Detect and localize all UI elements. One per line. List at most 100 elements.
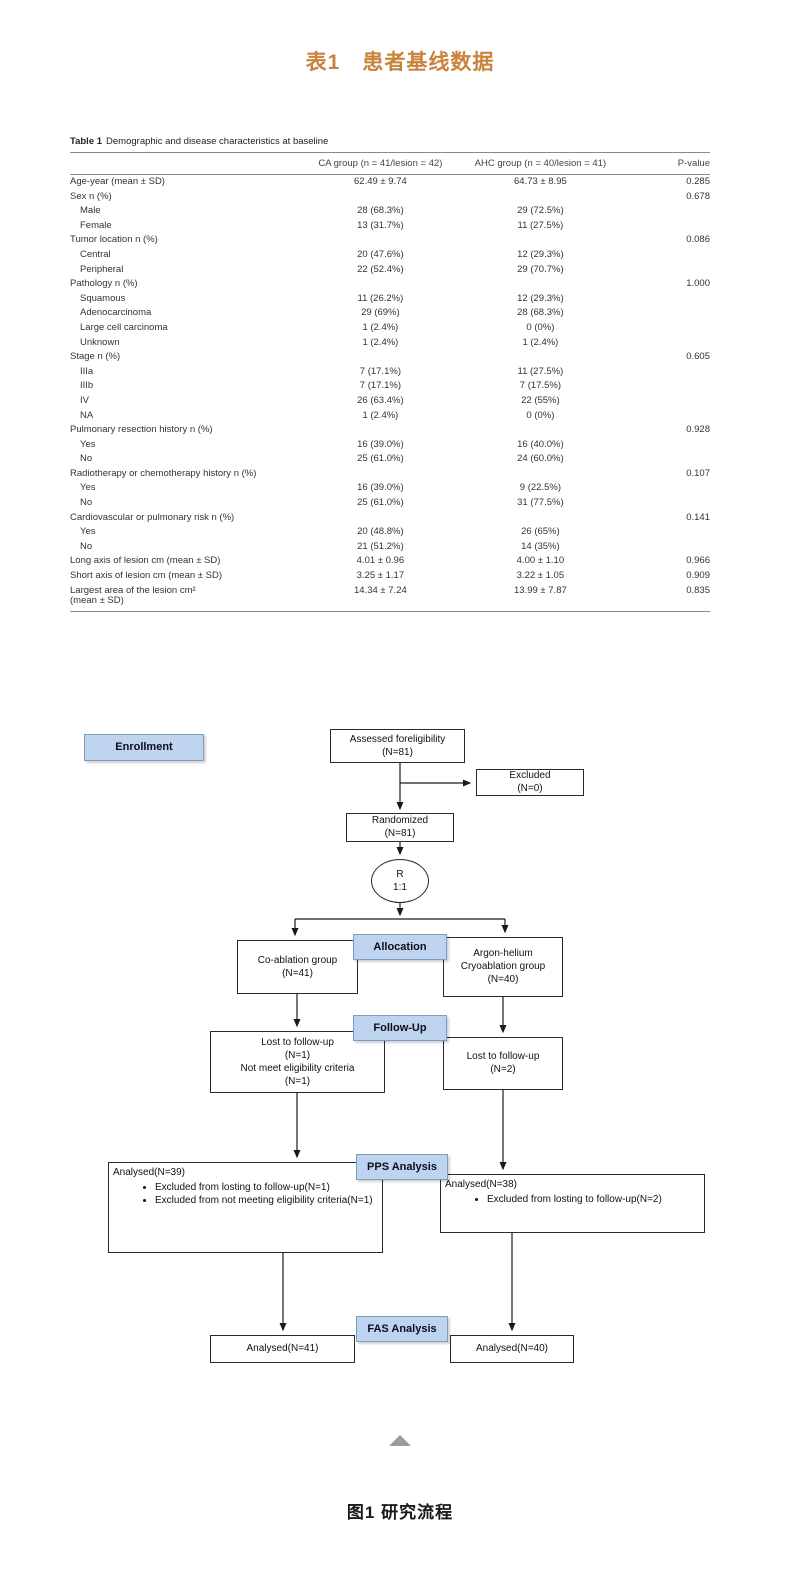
cell-label: Cardiovascular or pulmonary risk n (%) [70,511,235,523]
node-line: R [396,868,404,880]
cell-ahc-value: 64.73 ± 8.95 [514,176,567,187]
cell-p-value [620,219,710,234]
exclusion-item: Excluded from losting to follow-up(N=1) [155,1182,382,1195]
baseline-table: CA group (n = 41/lesion = 42) AHC group … [70,152,710,612]
cell-p-value [620,540,710,555]
allocation-label: Allocation [353,933,447,960]
cell-ahc-value [460,511,620,526]
cell-p-value: 1.000 [686,278,710,290]
cell-ca-value: 62.49 ± 9.74 [354,176,407,187]
table-caption-label: Table 1 [70,136,103,147]
cell-ca-value [300,350,460,365]
cell-label: IIIa [80,365,94,377]
flow-node-pps-right: Analysed(N=38) Excluded from losting to … [440,1173,705,1233]
cell-label: Pulmonary resection history n (%) [70,424,213,436]
cell-label: IIIb [80,380,94,392]
cell-p-value: 0.835 [620,583,710,612]
pps-analysis-label: PPS Analysis [356,1153,448,1180]
cell-p-value [620,379,710,394]
cell-ahc-value [460,350,620,365]
cell-p-value: 0.107 [686,467,710,479]
cell-ahc-value: 28 (68.3%) [517,307,564,319]
cell-label: Stage n (%) [70,351,121,363]
table-row: Stage n (%)0.605 [70,350,710,365]
cell-label: No [80,453,93,465]
cell-label: Yes [80,438,96,450]
cell-p-value [620,365,710,380]
node-line: Analysed(N=40) [476,1343,548,1355]
cell-p-value: 0.086 [686,234,710,246]
cell-p-value [620,321,710,336]
cell-label: Male [80,205,101,217]
cell-p-value: 0.141 [686,511,710,523]
cell-p-value: 0.928 [686,424,710,436]
cell-p-value [620,481,710,496]
cell-ahc-value: 13.99 ± 7.87 [460,583,621,612]
table-row: Male 28 (68.3%) 29 (72.5%) [70,204,710,219]
node-line: (N=81) [382,746,413,758]
collapse-triangle-icon[interactable] [389,1434,411,1446]
cell-ca-value [300,423,460,438]
node-line: Cryoablation group [460,961,546,973]
flow-node-pps-left: Analysed(N=39) Excluded from losting to … [108,1161,383,1253]
cell-ca-value: 1 (2.4%) [362,321,399,333]
flow-node-ahc-group: Argon-helium Cryoablation group (N=40) [443,936,563,997]
cell-ahc-value [460,423,620,438]
flow-node-followup-left: Lost to follow-up (N=1) Not meet eligibi… [210,1030,385,1093]
cell-label: Yes [80,526,96,538]
flow-node-excluded: Excluded (N=0) [476,768,584,796]
table-row: Age-year (mean ± SD) 62.49 ± 9.74 64.73 ± … [70,175,710,190]
table-row: Sex n (%)0.678 [70,190,710,205]
cell-label: Unknown [80,336,120,348]
cell-ahc-value: 7 (17.5%) [519,380,561,392]
cell-label: Age-year (mean ± SD) [70,176,165,187]
cell-label: Tumor location n (%) [70,234,158,246]
table-row: Pathology n (%)1.000 [70,277,710,292]
node-line: (N=1) [284,1075,311,1087]
table-header-row: CA group (n = 41/lesion = 42) AHC group … [70,152,710,175]
cell-p-value [620,394,710,409]
cell-p-value [620,438,710,453]
flow-connectors [279,762,516,1332]
follow-up-label: Follow-Up [353,1014,447,1041]
cell-ca-value: 22 (52.4%) [357,263,404,275]
table-row: Largest area of the lesion cm²(mean ± SD… [70,583,710,612]
flow-node-co-ablation-group: Co-ablation group (N=41) [237,939,358,994]
cell-ahc-value: 29 (72.5%) [517,205,564,217]
flow-diagram: Enrollment Assessed foreligibility (N=81… [0,724,800,1389]
table-header: CA group (n = 41/lesion = 42) AHC group … [70,152,710,175]
exclusion-item: Excluded from losting to follow-up(N=2) [487,1194,704,1207]
node-line: Argon-helium [473,948,533,960]
cell-ca-value: 25 (61.0%) [357,453,404,465]
cell-p-value [620,306,710,321]
node-line: (N=1) [284,1049,311,1061]
cell-label: Peripheral [80,263,124,275]
cell-ahc-value: 4.00 ± 1.10 [516,555,565,567]
cell-p-value: 0.966 [686,555,710,567]
node-line: Lost to follow-up [466,1051,540,1063]
cell-label: Yes [80,482,96,494]
cell-label: Central [80,248,111,260]
cell-ca-value: 28 (68.3%) [357,205,404,217]
exclusion-list: Excluded from losting to follow-up(N=2) [487,1194,704,1207]
cell-ahc-value: 12 (29.3%) [517,292,564,304]
flow-node-randomized: Randomized (N=81) [346,812,454,842]
cell-ca-value [300,467,460,482]
cell-label: Large cell carcinoma [80,321,168,333]
table-body: Age-year (mean ± SD) 62.49 ± 9.74 64.73 ± … [70,175,710,612]
cell-p-value [620,452,710,467]
cell-ca-value: 4.01 ± 0.96 [356,555,405,567]
header-cell-p-value: P-value [620,152,710,175]
cell-p-value [620,204,710,219]
